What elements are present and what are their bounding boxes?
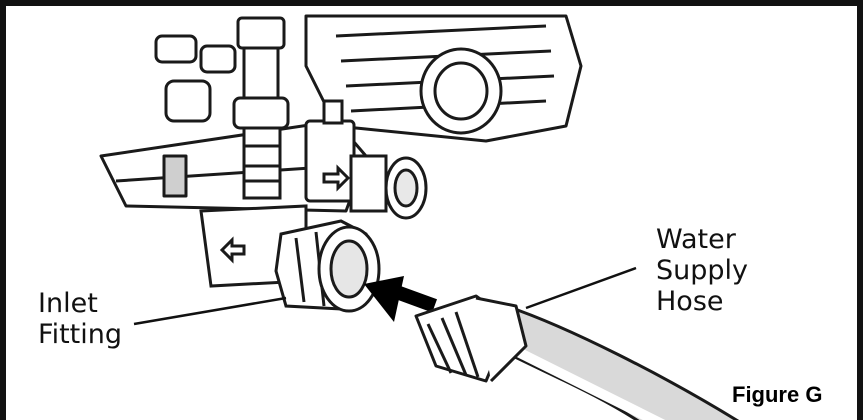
hose: [414, 294, 740, 420]
water-supply-hose-label-line-3: Hose: [656, 286, 724, 317]
unloader-valve: [154, 16, 290, 200]
figure-label: Figure G: [732, 382, 823, 407]
flow-arrow: [364, 276, 438, 322]
hose-leader-line: [525, 266, 637, 310]
inlet-fitting-label-line-2: Fitting: [38, 319, 122, 350]
inlet-fitting-shape: [199, 204, 381, 313]
pump-body: [304, 14, 583, 143]
inlet-fitting-label: Inlet Fitting: [38, 288, 122, 350]
outlet-fitting: [304, 99, 428, 220]
inlet-fitting-label-line-1: Inlet: [38, 288, 98, 319]
water-supply-hose-label-line-1: Water: [656, 224, 736, 255]
water-supply-hose-label: Water Supply Hose: [656, 224, 748, 317]
water-supply-hose-label-line-2: Supply: [656, 255, 749, 286]
pump-illustration: [99, 14, 740, 420]
inlet-leader-line: [133, 296, 287, 326]
